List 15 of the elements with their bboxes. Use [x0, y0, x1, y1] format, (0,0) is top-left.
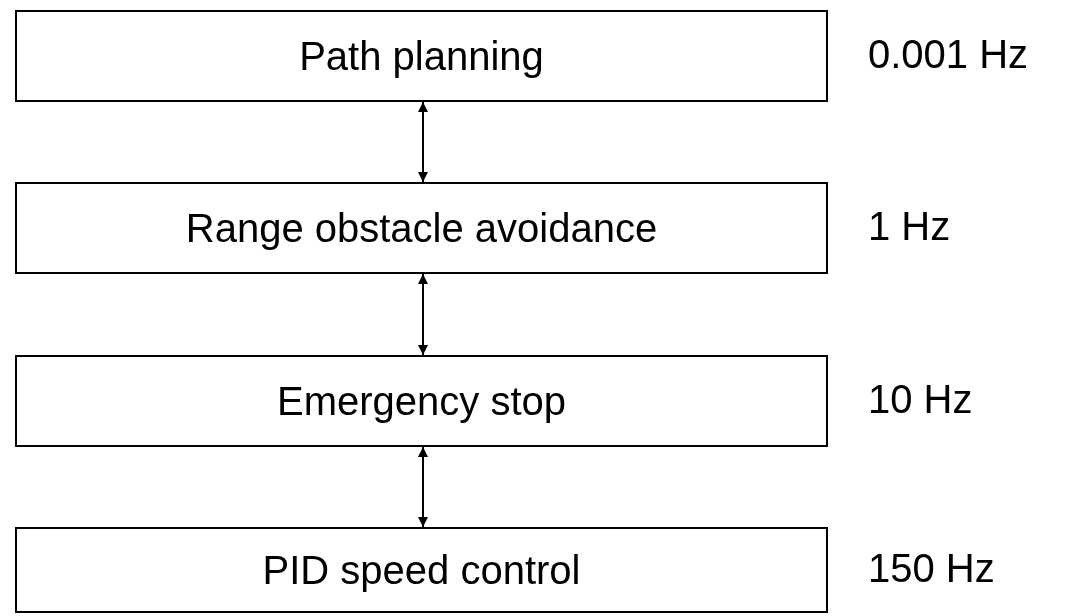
box-label: Range obstacle avoidance [185, 205, 658, 251]
double-arrow [418, 446, 428, 528]
box-label: Path planning [299, 33, 544, 79]
process-box [15, 10, 828, 102]
process-box [15, 182, 828, 274]
frequency-label: 150 Hz [868, 546, 995, 591]
box-label: Emergency stop [277, 378, 566, 424]
process-box [15, 527, 828, 613]
box-label: PID speed control [262, 547, 581, 593]
double-arrow [418, 101, 428, 183]
frequency-label: 10 Hz [868, 377, 973, 422]
process-box [15, 355, 828, 447]
frequency-label: 0.001 Hz [868, 32, 1029, 77]
frequency-label: 1 Hz [868, 204, 951, 249]
double-arrow [418, 273, 428, 356]
